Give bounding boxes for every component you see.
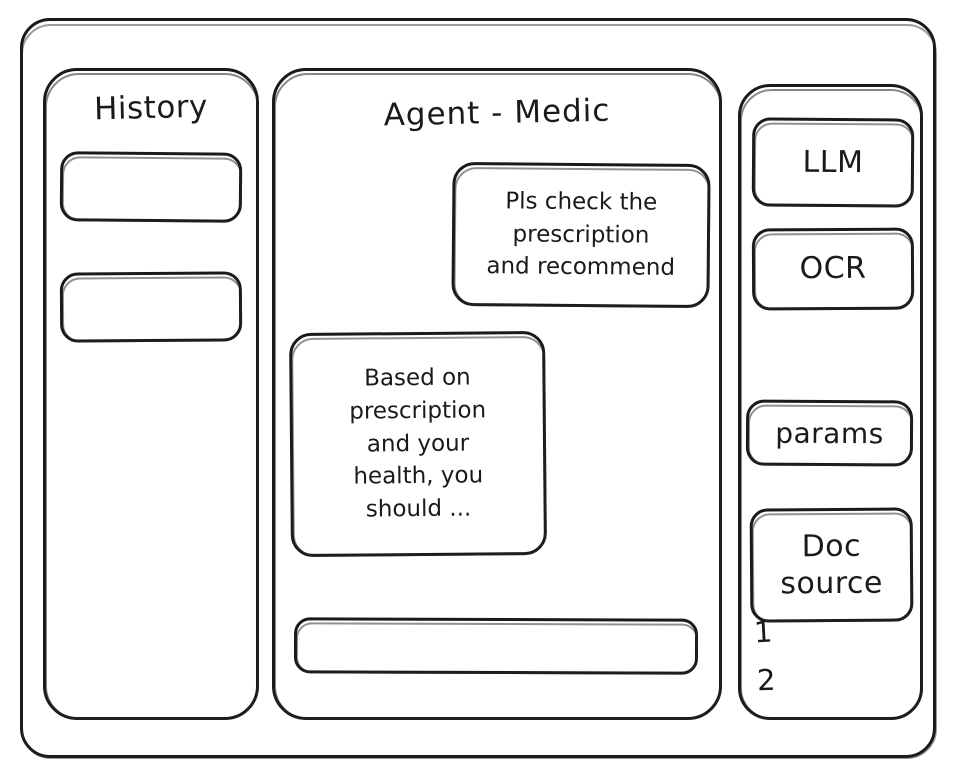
message-input[interactable] [293, 617, 699, 675]
chat-bubble-user-line: and recommend [486, 253, 676, 282]
chat-bubble-assistant-line: Based on [364, 364, 471, 392]
doc-source-ref-item[interactable]: 2 [756, 662, 777, 698]
history-panel-title: History [93, 88, 209, 128]
history-list-item[interactable] [59, 151, 243, 223]
chat-bubble-user: Pls check the prescription and recommend [451, 161, 711, 309]
tool-button-ocr[interactable]: OCR [751, 227, 915, 311]
tool-button-doc-source-label: Doc [801, 528, 862, 564]
doc-source-ref-item[interactable]: 1 [753, 614, 774, 650]
chat-bubble-assistant-line: health, you [353, 462, 484, 490]
chat-bubble-assistant-line: prescription [349, 397, 487, 425]
tool-button-llm-label: LLM [802, 144, 864, 180]
tool-button-params[interactable]: params [745, 399, 914, 467]
chat-bubble-assistant-line: should ... [365, 495, 472, 523]
chat-bubble-user-line: prescription [512, 221, 650, 249]
chat-bubble-user-line: Pls check the [505, 188, 658, 216]
history-list-item[interactable] [59, 271, 243, 343]
chat-bubble-assistant-line: and your [366, 430, 470, 458]
tool-button-doc-source-label: source [780, 565, 884, 602]
tool-button-ocr-label: OCR [799, 251, 867, 287]
chat-bubble-assistant: Based on prescription and your health, y… [289, 330, 547, 558]
tool-button-llm[interactable]: LLM [751, 117, 915, 208]
tool-button-params-label: params [775, 416, 884, 450]
tool-button-doc-source[interactable]: Doc source [749, 507, 914, 623]
